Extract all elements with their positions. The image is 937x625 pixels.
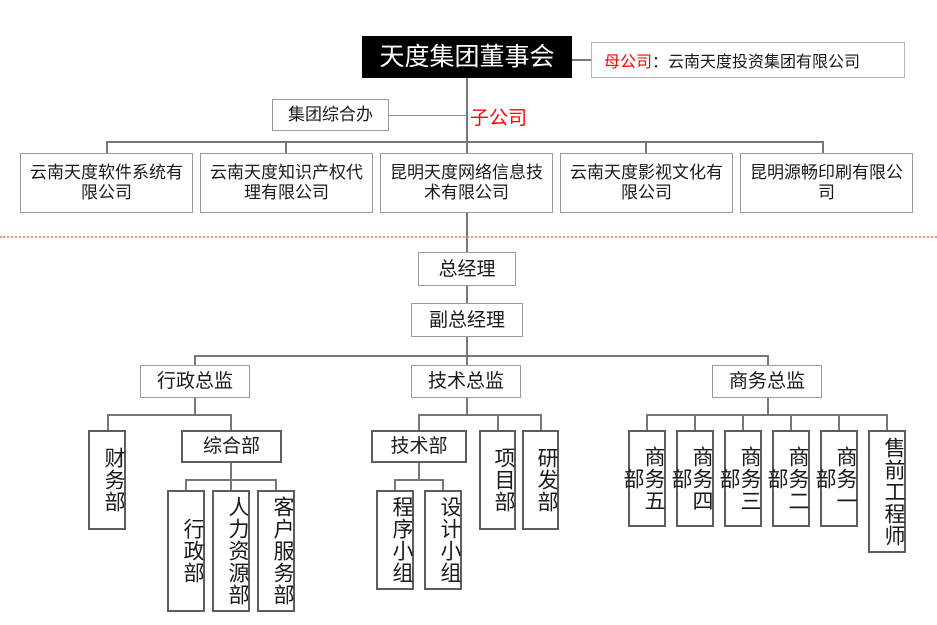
admin-bus bbox=[107, 414, 232, 416]
director-box-admin[interactable]: 行政总监 bbox=[140, 365, 250, 398]
business-unit-box-5[interactable]: 商务一部 bbox=[813, 430, 858, 527]
drop-business-unit-2 bbox=[694, 414, 696, 431]
technology-department-box[interactable]: 技术部 bbox=[371, 430, 467, 463]
subsidiary-box-5[interactable]: 昆明源畅印刷有限公司 bbox=[740, 153, 913, 213]
general-manager-box[interactable]: 总经理 bbox=[418, 252, 516, 286]
spine-to-general-manager bbox=[466, 213, 468, 255]
drop-business-unit-3 bbox=[742, 414, 744, 431]
group-office-box[interactable]: 集团综合办 bbox=[272, 99, 389, 131]
drop-finance bbox=[107, 414, 109, 431]
customer-service-department-box[interactable]: 客户服务部 bbox=[257, 490, 295, 612]
drop-hr-dept bbox=[230, 479, 232, 491]
drop-rd-dept bbox=[540, 414, 542, 431]
board-of-directors-box[interactable]: 天度集团董事会 bbox=[362, 36, 572, 78]
spine-dgm-down bbox=[466, 337, 468, 366]
finance-department-box[interactable]: 财务部 bbox=[88, 430, 126, 530]
drop-program-group bbox=[394, 479, 396, 491]
drop-admin-dept bbox=[185, 479, 187, 491]
tech-bus bbox=[418, 414, 541, 416]
spine-tech-dept-down bbox=[418, 463, 420, 480]
subsidiary-bus bbox=[106, 141, 824, 143]
parent-company-name: 云南天度投资集团有限公司 bbox=[668, 52, 861, 71]
administration-department-box[interactable]: 行政部 bbox=[167, 490, 205, 612]
parent-company-box: 母公司：云南天度投资集团有限公司 bbox=[591, 42, 905, 78]
connector-group-office-to-spine bbox=[389, 115, 467, 116]
directors-bus bbox=[194, 355, 768, 357]
drop-business-unit-1 bbox=[646, 414, 648, 431]
drop-tech-dept bbox=[418, 414, 420, 431]
spine-business-director-down bbox=[767, 398, 769, 415]
general-affairs-department-box[interactable]: 综合部 bbox=[181, 430, 282, 463]
subsidiary-box-1[interactable]: 云南天度软件系统有限公司 bbox=[20, 153, 193, 213]
business-unit-box-2[interactable]: 商务四部 bbox=[669, 430, 714, 527]
subsidiary-tag-label: 子公司 bbox=[470, 107, 528, 129]
drop-project-dept bbox=[497, 414, 499, 431]
drop-subsidiary-1 bbox=[106, 141, 108, 154]
business-unit-box-4[interactable]: 商务二部 bbox=[765, 430, 810, 527]
parent-company-separator: ： bbox=[652, 52, 669, 71]
spine-board-down bbox=[466, 78, 468, 142]
director-box-business[interactable]: 商务总监 bbox=[712, 365, 822, 398]
subsidiary-box-3[interactable]: 昆明天度网络信息技术有限公司 bbox=[380, 153, 553, 213]
drop-subsidiary-4 bbox=[645, 141, 647, 154]
drop-subsidiary-2 bbox=[285, 141, 287, 154]
design-group-box[interactable]: 设计小组 bbox=[424, 490, 462, 590]
business-bus bbox=[646, 414, 888, 416]
hr-department-box[interactable]: 人力资源部 bbox=[212, 490, 250, 612]
drop-business-unit-5 bbox=[838, 414, 840, 431]
parent-company-tag: 母公司 bbox=[604, 52, 653, 71]
drop-general-affairs bbox=[230, 414, 232, 431]
section-divider bbox=[0, 236, 937, 238]
director-box-tech[interactable]: 技术总监 bbox=[411, 365, 521, 398]
program-group-box[interactable]: 程序小组 bbox=[376, 490, 414, 590]
drop-business-unit-6 bbox=[886, 414, 888, 431]
drop-director-business bbox=[767, 355, 769, 366]
spine-admin-director-down bbox=[194, 398, 196, 415]
drop-subsidiary-3 bbox=[466, 141, 468, 154]
project-department-box[interactable]: 项目部 bbox=[479, 430, 516, 530]
spine-tech-director-down bbox=[466, 398, 468, 415]
subsidiary-box-4[interactable]: 云南天度影视文化有限公司 bbox=[560, 153, 733, 213]
tech-dept-bus bbox=[394, 479, 444, 481]
drop-subsidiary-5 bbox=[822, 141, 824, 154]
deputy-general-manager-box[interactable]: 副总经理 bbox=[411, 303, 523, 337]
connector-gm-to-dgm bbox=[466, 286, 468, 303]
spine-general-affairs-down bbox=[230, 463, 232, 480]
drop-design-group bbox=[442, 479, 444, 491]
subsidiary-box-2[interactable]: 云南天度知识产权代理有限公司 bbox=[200, 153, 373, 213]
drop-business-unit-4 bbox=[790, 414, 792, 431]
business-unit-box-3[interactable]: 商务三部 bbox=[717, 430, 762, 527]
rd-department-box[interactable]: 研发部 bbox=[522, 430, 559, 530]
drop-director-tech bbox=[466, 355, 468, 366]
drop-customer-service-dept bbox=[275, 479, 277, 491]
drop-director-admin bbox=[194, 355, 196, 366]
connector-board-to-parent-company bbox=[572, 59, 592, 61]
presales-engineer-box[interactable]: 售前工程师 bbox=[868, 430, 906, 553]
business-unit-box-1[interactable]: 商务五部 bbox=[621, 430, 666, 527]
